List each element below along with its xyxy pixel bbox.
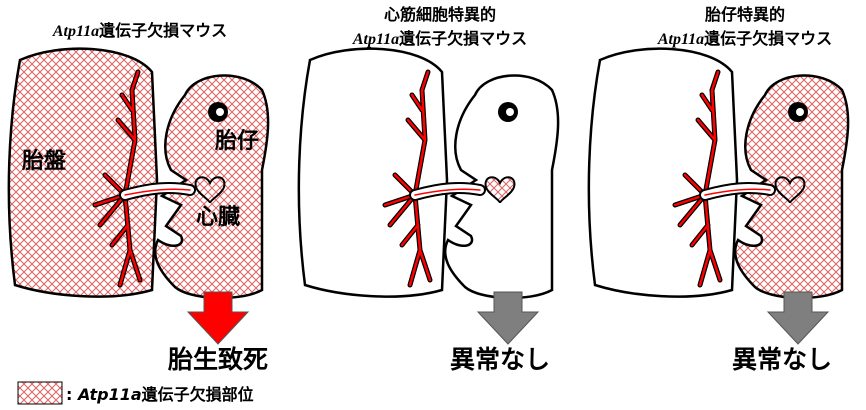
panel-fetus-knockout: 胎仔特異的 Atp11a遺伝子欠損マウス 異常なし (587, 5, 850, 374)
panel-title-line1: 心筋細胞特異的 (384, 5, 496, 24)
outcome-text: 胎生致死 (168, 345, 268, 374)
eye-icon (498, 102, 518, 122)
outcome-text: 異常なし (450, 345, 550, 374)
label-heart: 心臓 (196, 205, 240, 230)
label-fetus: 胎仔 (215, 128, 259, 154)
legend-swatch (17, 381, 63, 405)
arrow-down-icon (477, 291, 539, 345)
panel-title: Atp11a遺伝子欠損マウス (52, 21, 227, 40)
panel-title-line2: Atp11a遺伝子欠損マウス (352, 29, 527, 48)
panel-full-knockout: Atp11a遺伝子欠損マウス 胎盤 胎仔 心臓 胎生致死 (7, 21, 270, 374)
arrow-down-icon (187, 291, 249, 345)
panel-cardiomyocyte-knockout: 心筋細胞特異的 Atp11a遺伝子欠損マウス 異常なし (297, 5, 560, 374)
panel-title-line2: Atp11a遺伝子欠損マウス (657, 29, 832, 48)
eye-icon (788, 102, 808, 122)
label-placenta: 胎盤 (22, 148, 67, 174)
eye-icon (208, 102, 228, 122)
panel-title-line1: 胎仔特異的 (705, 5, 785, 24)
legend-label: : Atp11a遺伝子欠損部位 (66, 385, 254, 404)
legend: : Atp11a遺伝子欠損部位 (17, 381, 254, 405)
outcome-text: 異常なし (732, 345, 832, 374)
arrow-down-icon (767, 291, 829, 345)
